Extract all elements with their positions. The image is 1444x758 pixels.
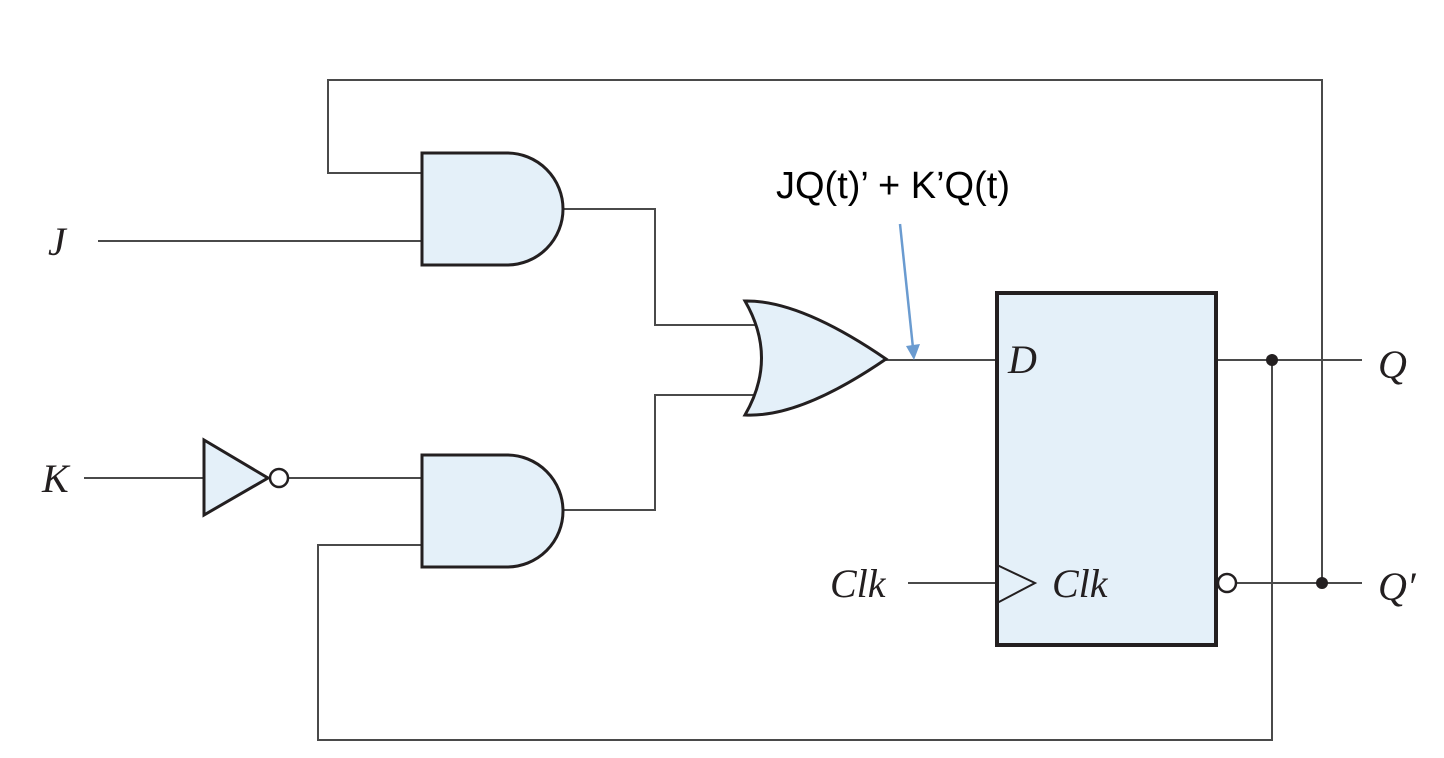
not-gate <box>202 437 271 518</box>
not-gate-bubble <box>268 467 290 489</box>
input-k-label: K <box>41 456 71 501</box>
annotation-arrow-line <box>898 223 915 349</box>
and-bottom-to-or-wire <box>563 394 758 511</box>
or-gate <box>742 299 889 417</box>
q-prime-junction-dot <box>1316 577 1328 589</box>
and-gate-top <box>420 151 565 267</box>
output-q-label: Q <box>1378 342 1407 387</box>
clk-input-label: Clk <box>830 561 887 606</box>
q-prime-bubble <box>1216 572 1238 594</box>
d-flip-flop <box>995 291 1218 647</box>
feedback-wire-q <box>317 360 1273 741</box>
and-gate-bottom <box>420 453 565 569</box>
ff-d-label: D <box>1007 337 1037 382</box>
feedback-wire-q-prime <box>327 79 1323 583</box>
annotation-arrow-head <box>906 344 920 360</box>
q-junction-dot <box>1266 354 1278 366</box>
ff-clk-label: Clk <box>1052 561 1109 606</box>
annotation-expression: JQ(t)’ + K’Q(t) <box>776 165 1010 207</box>
input-j-label: J <box>48 219 68 264</box>
clock-triangle-icon <box>996 564 1038 604</box>
and-top-to-or-wire <box>563 208 758 326</box>
output-q-prime-label: Q′ <box>1378 564 1417 609</box>
